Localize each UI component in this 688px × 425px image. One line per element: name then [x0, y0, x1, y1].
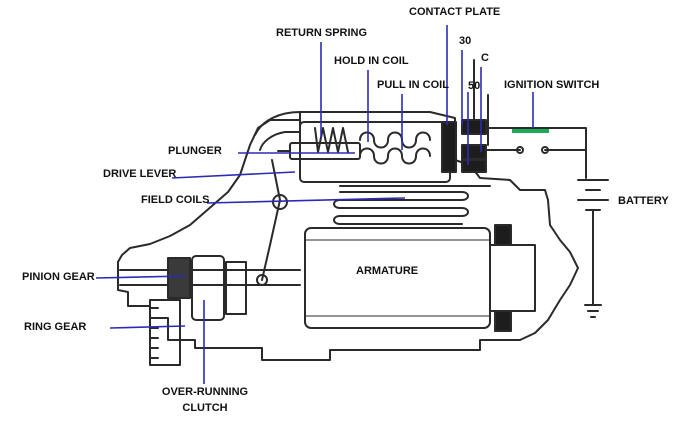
label-over-running-clutch-line2: CLUTCH [182, 402, 228, 414]
terminal-30 [461, 119, 487, 135]
label-terminal-50: 50 [468, 80, 481, 92]
label-pull-in-coil: PULL IN COIL [377, 79, 449, 91]
label-terminal-c: C [481, 52, 489, 64]
terminal-50 [461, 159, 487, 173]
label-return-spring: RETURN SPRING [276, 27, 368, 39]
solenoid-housing [254, 111, 301, 151]
label-over-running-clutch-line1: OVER-RUNNING [161, 386, 249, 398]
label-plunger: PLUNGER [168, 145, 222, 157]
ring-gear [149, 299, 181, 366]
label-terminal-30: 30 [459, 35, 472, 47]
label-battery: BATTERY [618, 195, 669, 207]
contact-plate [441, 121, 457, 173]
drive-lever [261, 159, 281, 281]
label-pinion-gear: PINION GEAR [22, 271, 95, 283]
label-drive-lever: DRIVE LEVER [103, 168, 177, 180]
commutator [489, 244, 536, 312]
label-armature: ARMATURE [356, 265, 419, 277]
battery-symbol [577, 179, 609, 318]
leader-ring-gear [109, 325, 186, 329]
label-hold-in-coil: HOLD IN COIL [334, 55, 409, 67]
over-running-clutch [191, 255, 225, 321]
hold-in-coil [359, 131, 431, 149]
pinion-gear [167, 257, 191, 299]
label-ring-gear: RING GEAR [24, 321, 87, 333]
label-field-coils: FIELD COILS [141, 194, 210, 206]
terminal-c [461, 144, 487, 160]
leader-field-coils [206, 197, 406, 204]
armature [304, 227, 491, 329]
return-spring [314, 127, 349, 153]
label-ignition-switch: IGNITION SWITCH [504, 79, 600, 91]
leader-pinion-gear [95, 275, 186, 279]
leader-drive-lever [171, 171, 296, 179]
label-contact-plate: CONTACT PLATE [409, 6, 501, 18]
drive-shaft [119, 269, 301, 286]
ignition-switch-wiring [485, 127, 587, 179]
field-coils [333, 191, 469, 225]
pull-in-coil [359, 147, 431, 165]
